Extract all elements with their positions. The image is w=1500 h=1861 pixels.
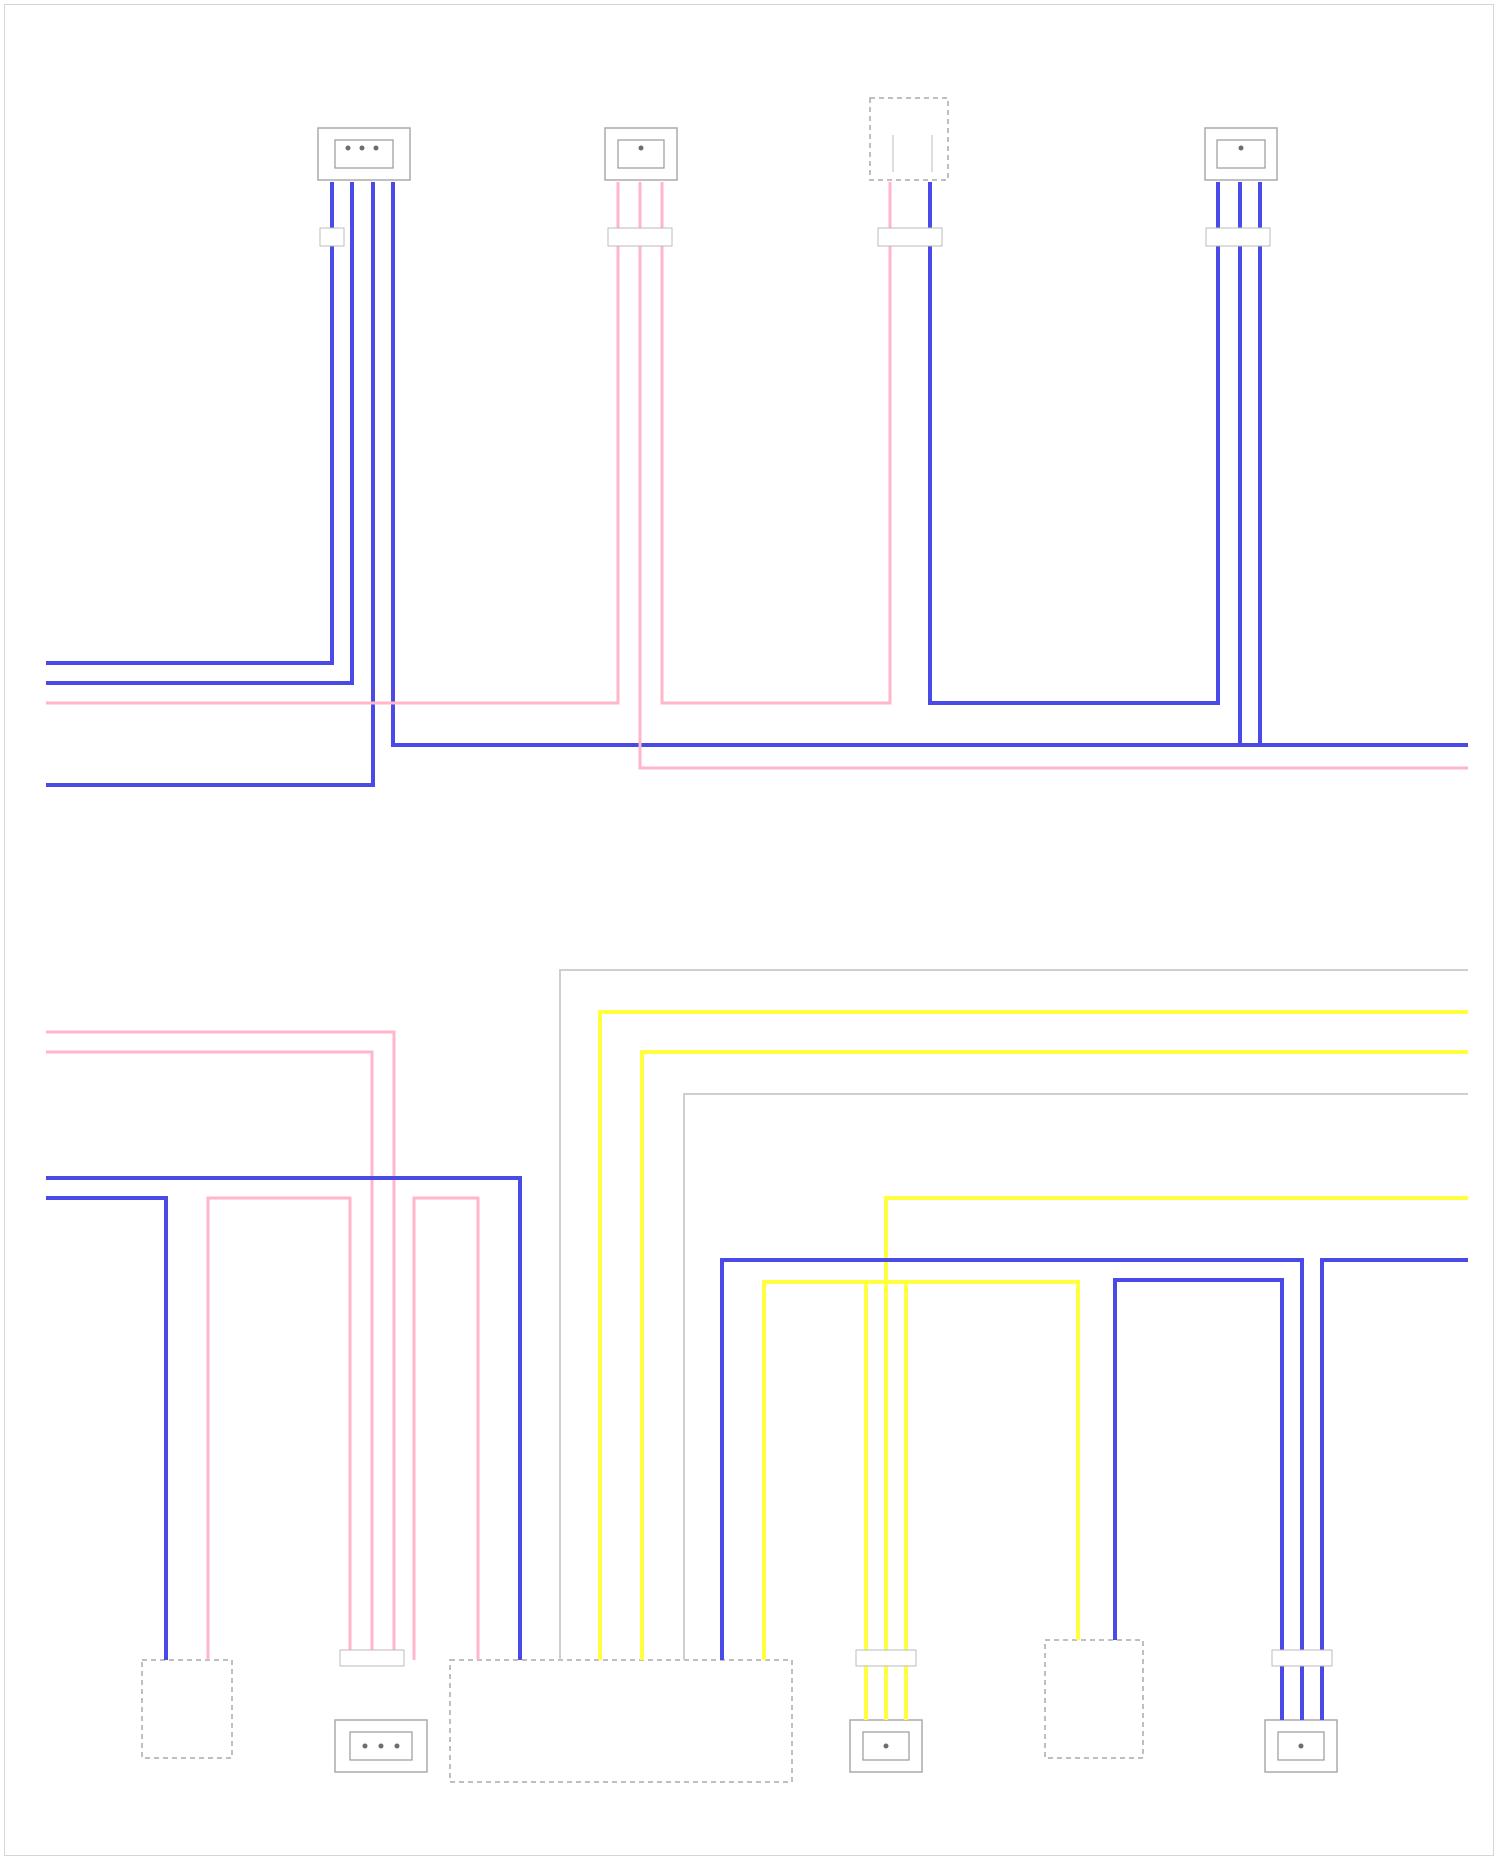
bottom-speaker-3: [1265, 1720, 1337, 1772]
top-left-speaker: [318, 128, 410, 180]
bottom-wires: [46, 970, 1468, 1720]
top-switch-module: [870, 98, 948, 180]
top-wires: [46, 182, 1468, 785]
bottom-speaker-2: [850, 1720, 922, 1772]
bottom-control-2: [1045, 1640, 1143, 1758]
bottom-control-unit: [450, 1660, 792, 1782]
bottom-speaker-1: [335, 1720, 427, 1772]
bottom-left-module: [142, 1660, 232, 1758]
top-right-speaker: [1205, 128, 1277, 180]
top-center-speaker: [605, 128, 677, 180]
